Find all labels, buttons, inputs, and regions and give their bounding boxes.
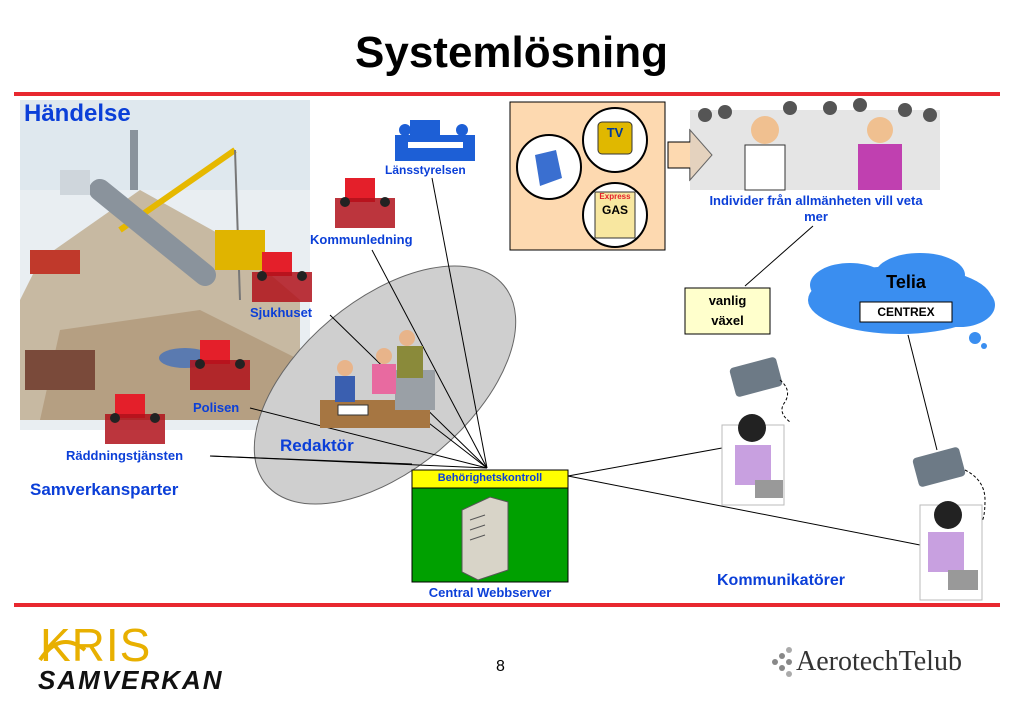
kommunledning-label: Kommunledning [310,232,413,247]
vaxel-label: vanlig växel [685,291,770,331]
central-webbserver-label: Central Webbserver [428,585,552,600]
polisen-icon [190,340,250,390]
express-label: Express [599,192,631,201]
behorighetskontroll-bar [411,469,569,489]
telia-cloud [808,253,995,349]
crowd-image [690,98,940,191]
centrex-label: CENTREX [877,305,935,319]
raddningstjansten-icon [105,394,165,444]
sjukhuset-label: Sjukhuset [250,305,313,320]
aerotech-logo-mark [772,647,792,677]
kommunikator-person-2 [919,501,983,601]
vaxel-text: växel [711,313,744,328]
vaxel-box [684,287,771,335]
redaktor-label: Redaktör [280,436,354,455]
radio-icon [535,150,562,186]
sjukhuset-icon [252,252,312,302]
kommunledning-icon [335,178,395,228]
bottom-divider [14,603,1000,607]
tv-icon [597,121,633,155]
samverkansparter-label: Samverkansparter [30,480,179,499]
kris-logo-text: KRIS [40,619,152,671]
lansstyrelsen-label: Länsstyrelsen [385,163,466,177]
tv-label: TV [606,125,624,140]
kommunikatorer-label: Kommunikatörer [717,572,846,589]
top-divider [14,92,1000,96]
vanlig-text: vanlig [708,293,747,308]
behorighetskontroll-label: Behörighetskontroll [437,472,543,484]
redaktor-people-image [320,330,435,428]
aerotech-logo-text: AerotechTelub [796,646,962,677]
page-number: 8 [496,658,505,675]
samverkan-logo-text: SAMVERKAN [38,665,224,695]
slide-title: Systemlösning [355,28,668,77]
handelse-label: Händelse [24,100,131,127]
server-icon [461,496,509,581]
lansstyrelsen-icon [395,120,475,161]
individer-label: Individer från allmänheten vill veta mer [709,193,923,224]
gas-label: GAS [601,203,628,217]
polisen-label: Polisen [193,400,240,415]
centrex-box [859,301,953,323]
kris-logo [38,640,87,662]
raddningstjansten-label: Räddningstjänsten [66,448,184,463]
phone-icon-1 [729,357,791,423]
phone-icon-2 [912,447,986,525]
kommunikator-person-1 [721,414,785,506]
newspaper-icon [594,191,636,239]
telia-label: Telia [886,272,926,292]
